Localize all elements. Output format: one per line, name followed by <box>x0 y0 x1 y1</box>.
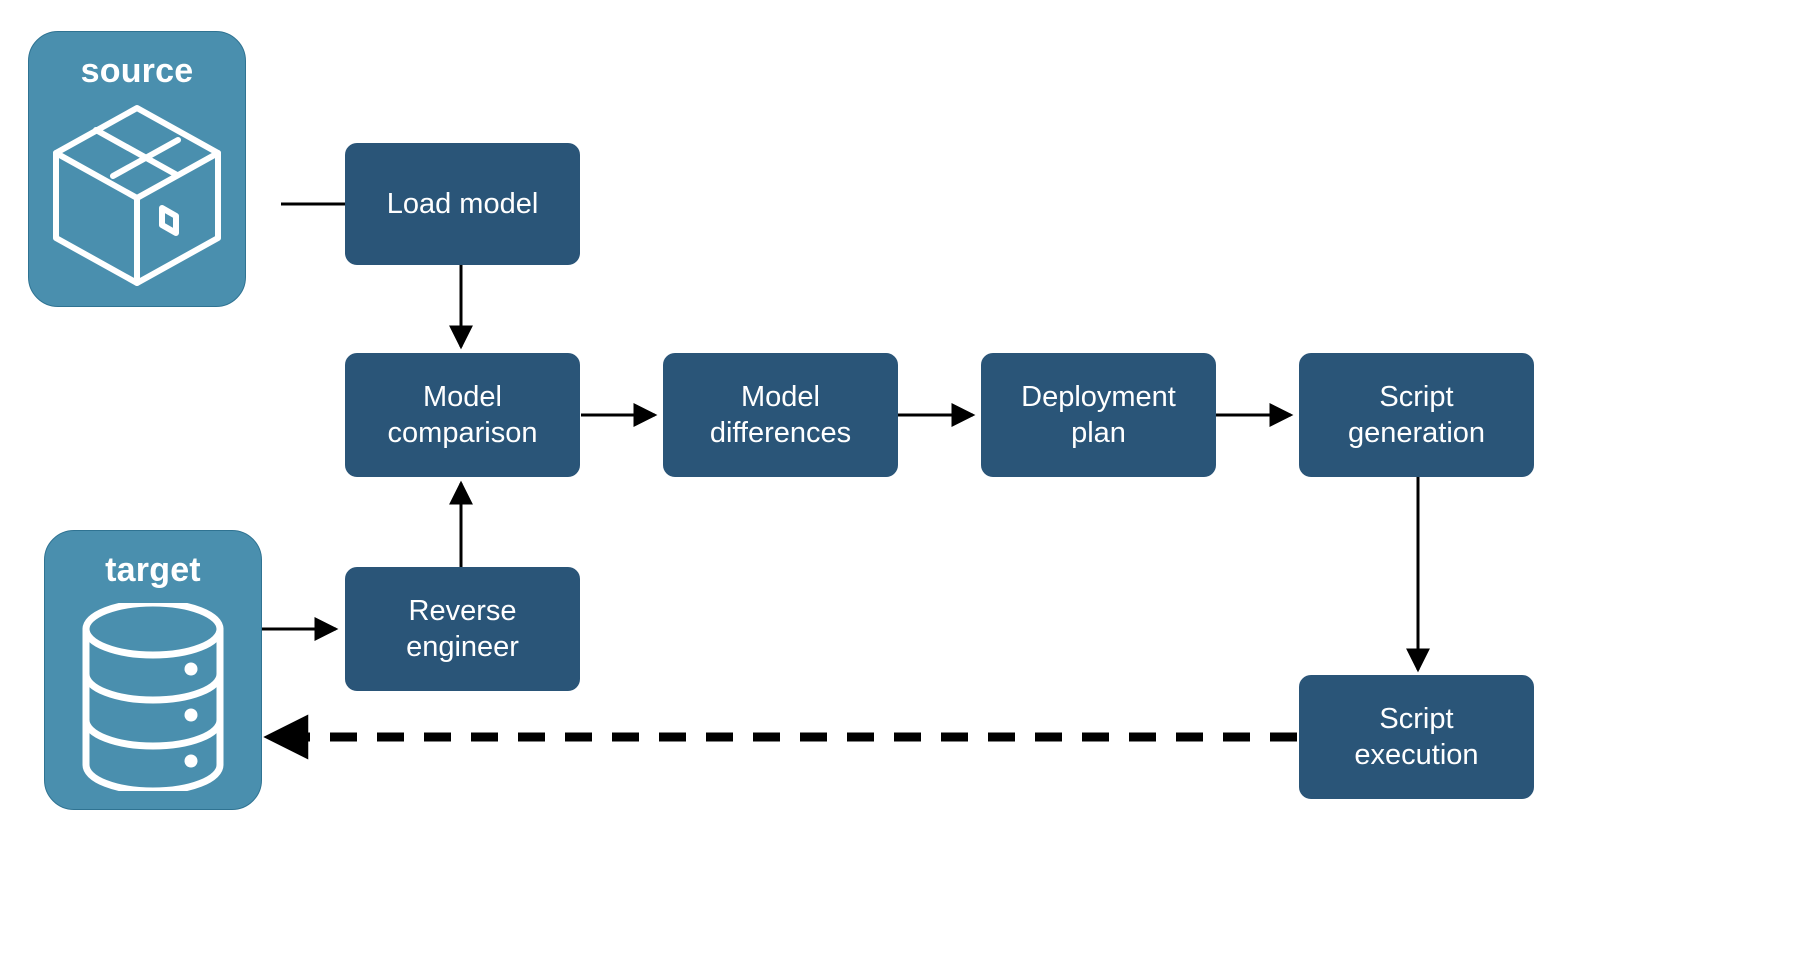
process-box-model-comparison[interactable]: Model comparison <box>345 353 580 477</box>
process-box-script-generation-label: Script generation <box>1347 380 1486 449</box>
process-box-script-generation[interactable]: Script generation <box>1299 353 1534 477</box>
package-cube-icon <box>50 102 225 292</box>
process-box-model-differences-label: Model differences <box>709 380 852 449</box>
process-box-model-differences[interactable]: Model differences <box>663 353 898 477</box>
process-box-script-execution-label: Script execution <box>1354 702 1479 771</box>
process-box-deployment-plan[interactable]: Deployment plan <box>981 353 1216 477</box>
process-box-reverse-engineer[interactable]: Reverse engineer <box>345 567 580 691</box>
process-box-reverse-engineer-label: Reverse engineer <box>406 594 519 663</box>
endpoint-target-label: target <box>105 551 201 589</box>
process-box-model-comparison-label: Model comparison <box>387 380 538 449</box>
database-cylinder-icon <box>78 599 228 796</box>
endpoint-source[interactable]: source <box>28 31 246 307</box>
process-box-deployment-plan-label: Deployment plan <box>1021 380 1176 449</box>
endpoint-target[interactable]: target <box>44 530 262 810</box>
endpoint-source-label: source <box>80 52 194 90</box>
process-box-load-model-label: Load model <box>386 187 539 220</box>
process-box-script-execution[interactable]: Script execution <box>1299 675 1534 799</box>
process-box-load-model[interactable]: Load model <box>345 143 580 265</box>
